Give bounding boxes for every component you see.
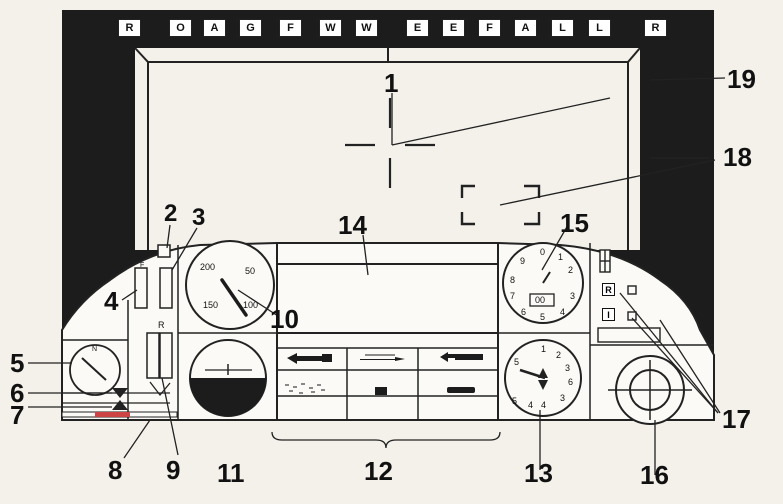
top-key-7: W bbox=[355, 19, 378, 37]
warning-lamps-grid bbox=[277, 347, 498, 420]
alt-6: 6 bbox=[521, 307, 527, 317]
top-key-6: W bbox=[319, 19, 342, 37]
clock-4: 4 bbox=[528, 400, 534, 410]
arrow-left-lamp-1 bbox=[287, 353, 325, 364]
clock-2: 2 bbox=[556, 350, 562, 360]
fuel-f-label: F bbox=[140, 262, 145, 269]
clock-3b: 3 bbox=[560, 393, 566, 403]
windscreen bbox=[135, 48, 640, 250]
clock-5: 5 bbox=[514, 357, 520, 367]
clock-4b: 4 bbox=[541, 400, 547, 410]
top-key-14: R bbox=[644, 19, 667, 37]
compass-gauge bbox=[69, 344, 121, 396]
alt-8: 8 bbox=[510, 275, 516, 285]
callout-12: 12 bbox=[364, 456, 393, 486]
top-key-5: F bbox=[279, 19, 302, 37]
callout-11: 11 bbox=[217, 458, 245, 488]
clock-1: 1 bbox=[541, 344, 547, 354]
callout-7: 7 bbox=[10, 400, 25, 430]
top-key-11: A bbox=[514, 19, 537, 37]
callout-2: 2 bbox=[164, 200, 178, 227]
callout-15: 15 bbox=[560, 208, 589, 238]
alt-4: 4 bbox=[560, 307, 566, 317]
gunsight-crosshair bbox=[345, 98, 435, 188]
top-key-1: R bbox=[118, 19, 141, 37]
alt-7: 7 bbox=[510, 291, 516, 301]
airspeed-200: 200 bbox=[200, 262, 216, 272]
callout-8: 8 bbox=[108, 455, 123, 485]
fuel-gauges bbox=[134, 244, 173, 379]
callout-9: 9 bbox=[166, 455, 181, 485]
fuel-r-label: R bbox=[158, 320, 165, 330]
top-key-2: O bbox=[169, 19, 192, 37]
top-key-9: E bbox=[442, 19, 465, 37]
alt-0: 0 bbox=[540, 247, 546, 257]
callout-10: 10 bbox=[270, 304, 299, 334]
clock-6: 6 bbox=[568, 377, 574, 387]
airspeed-50: 50 bbox=[245, 266, 256, 276]
callout-4: 4 bbox=[104, 286, 119, 316]
gunsight-control-dial bbox=[608, 355, 692, 425]
airspeed-gauge bbox=[185, 240, 275, 330]
alt-window: 00 bbox=[535, 295, 546, 305]
callout-14: 14 bbox=[338, 210, 367, 240]
target-bracket bbox=[460, 184, 541, 226]
callout-3: 3 bbox=[192, 204, 206, 231]
callout-6: 6 bbox=[10, 378, 25, 408]
callout-16: 16 bbox=[640, 460, 669, 490]
airspeed-100: 100 bbox=[243, 300, 259, 310]
callout-18: 18 bbox=[723, 142, 752, 172]
right-key-r: R bbox=[602, 283, 615, 296]
compass-n-label: N bbox=[92, 346, 98, 353]
callout-19: 19 bbox=[727, 64, 756, 94]
altimeter-gauge bbox=[502, 242, 584, 324]
callout-1: 1 bbox=[384, 68, 399, 98]
right-key-i: I bbox=[602, 308, 615, 321]
alt-5: 5 bbox=[540, 312, 546, 322]
top-key-10: F bbox=[478, 19, 501, 37]
alt-3: 3 bbox=[570, 291, 576, 301]
top-key-13: L bbox=[588, 19, 611, 37]
dotted-lamp bbox=[285, 383, 325, 394]
alt-2: 2 bbox=[568, 265, 574, 275]
artificial-horizon bbox=[189, 339, 267, 417]
callout-13: 13 bbox=[524, 458, 553, 488]
airspeed-150: 150 bbox=[203, 300, 219, 310]
callout-17: 17 bbox=[722, 404, 751, 434]
leader-lines bbox=[28, 77, 726, 475]
top-key-4: G bbox=[239, 19, 262, 37]
top-key-12: L bbox=[551, 19, 574, 37]
top-key-3: A bbox=[203, 19, 226, 37]
red-indicator-strip bbox=[95, 412, 130, 417]
top-key-8: E bbox=[406, 19, 429, 37]
callout-5: 5 bbox=[10, 348, 25, 378]
alt-1: 1 bbox=[558, 252, 564, 262]
clock-3: 3 bbox=[565, 363, 571, 373]
alt-9: 9 bbox=[520, 256, 526, 266]
rate-gauge bbox=[504, 339, 582, 417]
lamp-symbols bbox=[287, 352, 483, 395]
clock-5b: 5 bbox=[512, 396, 518, 406]
